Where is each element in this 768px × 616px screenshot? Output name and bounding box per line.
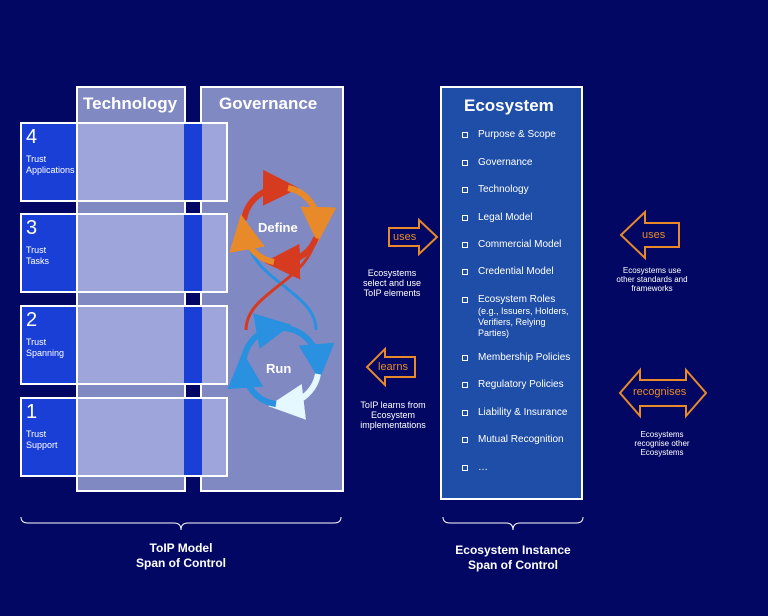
toip-span-brace-icon <box>20 516 342 531</box>
eco-item-purpose: Purpose & Scope <box>462 129 556 140</box>
eco-item-liability: Liability & Insurance <box>462 407 568 418</box>
bullet-icon <box>462 269 468 275</box>
uses-right-label: uses <box>642 229 666 241</box>
eco-item-roles-detail-3: Parties) <box>478 328 510 338</box>
layer-3-band <box>76 213 228 293</box>
eco-item-roles-detail-2: Verifiers, Relying <box>478 317 546 327</box>
define-label: Define <box>258 220 298 235</box>
eco-item-commercial: Commercial Model <box>462 239 561 250</box>
bullet-icon <box>462 215 468 221</box>
uses-right-arrow-icon <box>388 218 439 256</box>
bullet-icon <box>462 410 468 416</box>
learns-left-arrow-icon <box>365 347 416 387</box>
layer-4-band <box>76 122 228 202</box>
uses-left-label: uses <box>393 231 417 243</box>
eco-span-brace-icon <box>442 516 584 531</box>
run-label: Run <box>266 361 292 376</box>
layer-3-number: 3 <box>26 217 38 239</box>
governance-title: Governance <box>219 94 318 113</box>
bullet-icon <box>462 160 468 166</box>
eco-item-more: … <box>462 462 488 473</box>
define-run-cycle-icon <box>227 170 336 420</box>
layer-2-band <box>76 305 228 385</box>
bullet-icon <box>462 437 468 443</box>
eco-item-regulatory: Regulatory Policies <box>462 379 564 390</box>
bullet-icon <box>462 187 468 193</box>
bullet-icon <box>462 355 468 361</box>
bullet-icon <box>462 297 468 303</box>
layer-1-strip <box>184 399 202 475</box>
layer-2-number: 2 <box>26 309 38 331</box>
layer-3-strip <box>184 215 202 291</box>
recognises-label: recognises <box>633 386 687 398</box>
eco-item-roles: Ecosystem Roles <box>462 294 555 305</box>
ecosystem-title: Ecosystem <box>464 96 554 115</box>
eco-item-credential: Credential Model <box>462 266 554 277</box>
layer-4-number: 4 <box>26 126 38 148</box>
eco-item-legal: Legal Model <box>462 212 532 223</box>
layer-2-strip <box>184 307 202 383</box>
eco-item-technology: Technology <box>462 184 529 195</box>
eco-item-recognition: Mutual Recognition <box>462 434 564 445</box>
eco-item-roles-detail-1: (e.g., Issuers, Holders, <box>478 306 569 316</box>
layer-1-number: 1 <box>26 401 38 423</box>
eco-item-governance: Governance <box>462 157 532 168</box>
learns-label: learns <box>378 361 408 373</box>
layer-4-strip <box>184 124 202 200</box>
bullet-icon <box>462 132 468 138</box>
layer-1-band <box>76 397 228 477</box>
bullet-icon <box>462 242 468 248</box>
eco-item-membership: Membership Policies <box>462 352 570 363</box>
ecosystem-box: Ecosystem Purpose & Scope Governance Tec… <box>440 86 583 500</box>
bullet-icon <box>462 465 468 471</box>
technology-title: Technology <box>83 94 178 113</box>
uses-left-arrow-icon <box>619 210 680 260</box>
recognises-double-arrow-icon <box>618 367 708 419</box>
bullet-icon <box>462 382 468 388</box>
